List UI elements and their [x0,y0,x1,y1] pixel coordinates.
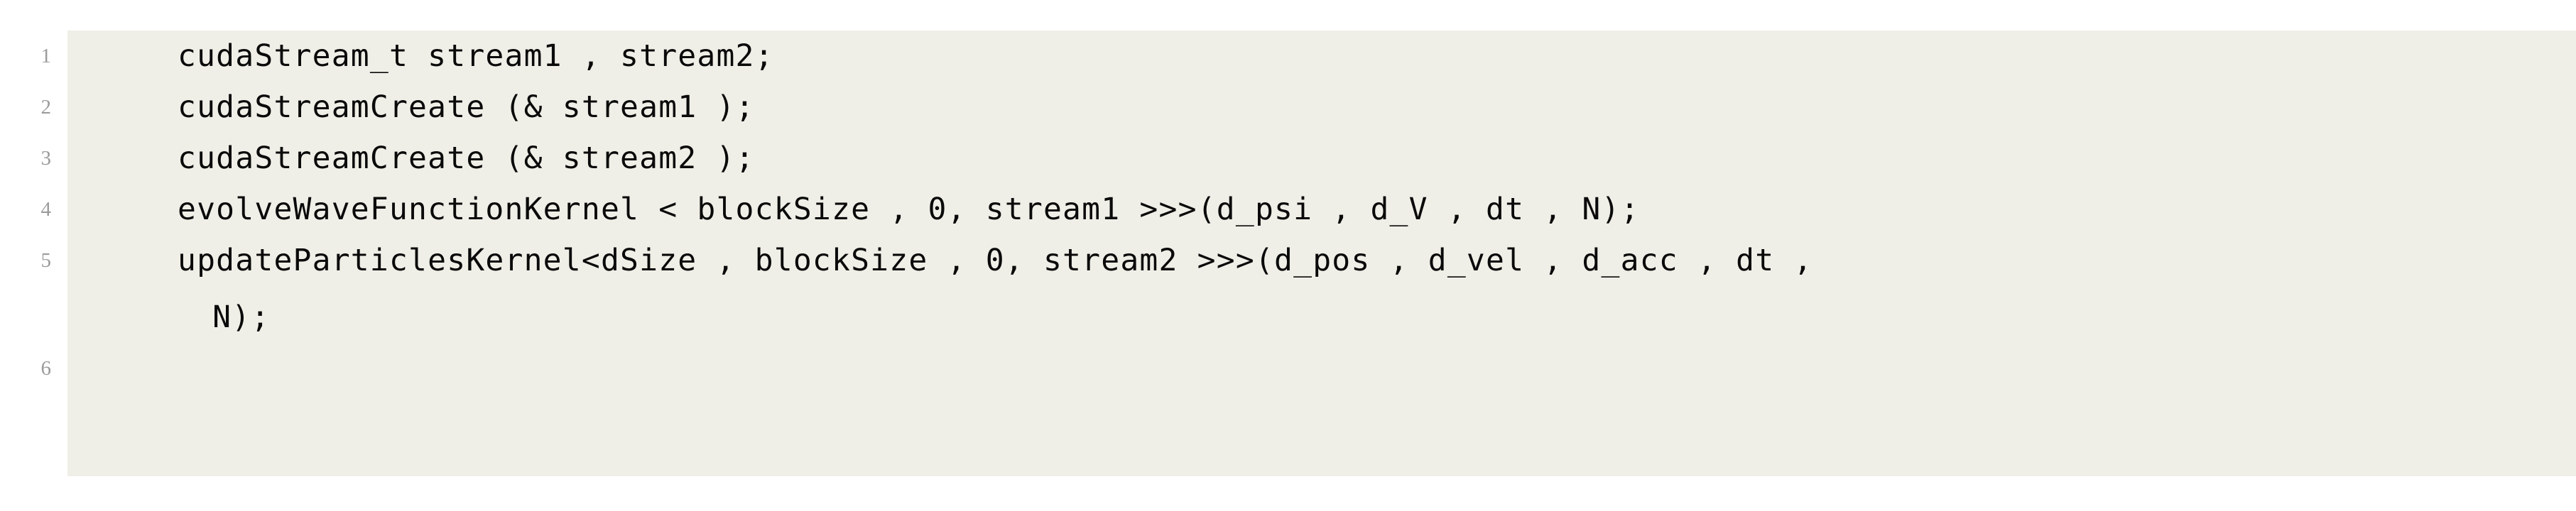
code-line-row: 1 cudaStream_t stream1 , stream2; [0,31,2576,82]
code-line-text[interactable]: cudaStreamCreate (& stream2 ); [178,141,755,176]
code-line-row: 3 cudaStreamCreate (& stream2 ); [0,133,2576,184]
code-line-continuation-text[interactable]: N); [193,300,271,335]
code-rows: 1 cudaStream_t stream1 , stream2; 2 cuda… [0,31,2576,421]
code-block-background [67,31,2576,476]
line-number: 2 [40,96,52,119]
code-line-continuation-row: N); [0,292,2576,343]
code-line-text[interactable]: cudaStreamCreate (& stream1 ); [178,89,755,125]
line-number: 3 [40,147,52,170]
code-line-text[interactable]: updateParticlesKernel<dSize , blockSize … [178,243,1813,278]
line-number: 1 [40,45,52,67]
code-line-row: 2 cudaStreamCreate (& stream1 ); [0,82,2576,133]
code-line-text[interactable]: cudaStream_t stream1 , stream2; [178,38,774,74]
line-number: 5 [40,249,52,272]
code-line-row: 4 evolveWaveFunctionKernel < blockSize ,… [0,184,2576,235]
line-number: 6 [40,357,52,380]
line-number: 4 [40,198,52,221]
code-line-row: 6 [0,343,2576,421]
code-line-row: 5 updateParticlesKernel<dSize , blockSiz… [0,235,2576,292]
code-line-text[interactable]: evolveWaveFunctionKernel < blockSize , 0… [178,192,1640,227]
